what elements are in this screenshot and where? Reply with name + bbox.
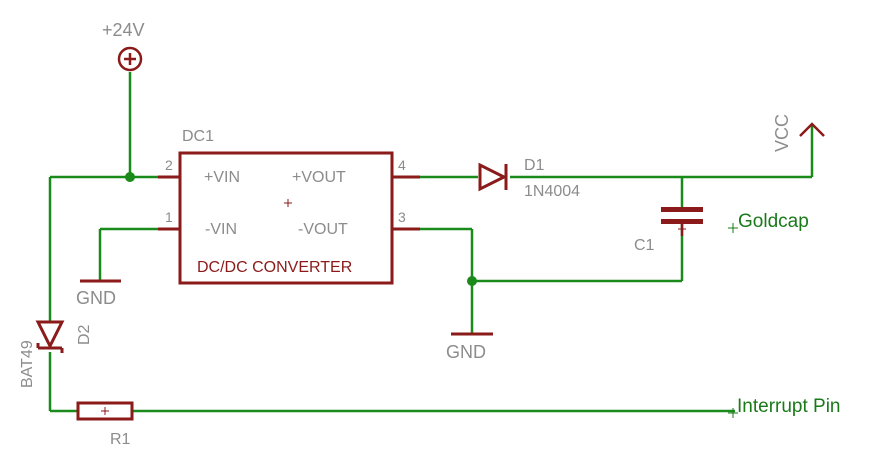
gnd-center-label: GND bbox=[446, 342, 486, 362]
goldcap-label: Goldcap bbox=[738, 211, 809, 232]
supply-vcc: VCC bbox=[772, 114, 825, 152]
c1-plate-bottom bbox=[661, 219, 703, 224]
diode-d2-symbol bbox=[35, 320, 65, 350]
pin-vout-minus: -VOUT bbox=[298, 221, 348, 238]
d1-value: 1N4004 bbox=[524, 183, 580, 200]
dc1-title: DC/DC CONVERTER bbox=[197, 259, 352, 276]
capacitor-c1: C1 bbox=[634, 207, 703, 254]
interrupt-label-group: Interrupt Pin bbox=[728, 396, 841, 418]
goldcap-label-group: Goldcap bbox=[728, 211, 809, 233]
gnd-left: GND bbox=[76, 279, 121, 308]
resistor-r1: R1 bbox=[76, 401, 134, 448]
r1-name: R1 bbox=[110, 431, 131, 448]
plus-circle-icon bbox=[117, 46, 143, 72]
c1-name: C1 bbox=[634, 237, 655, 254]
interrupt-label: Interrupt Pin bbox=[737, 396, 841, 417]
d1-name: D1 bbox=[524, 157, 545, 174]
junction-gnd bbox=[467, 276, 477, 286]
pin-vin-minus: -VIN bbox=[205, 221, 237, 238]
vcc-label: VCC bbox=[772, 114, 792, 152]
gnd-left-label: GND bbox=[76, 288, 116, 308]
gnd-center: GND bbox=[446, 332, 493, 362]
supply-24v: +24V bbox=[102, 20, 145, 72]
d2-value: BAT49 bbox=[19, 340, 36, 388]
pin-1-number: 1 bbox=[165, 209, 173, 225]
vcc-arrow-icon bbox=[799, 122, 825, 137]
dc1-name: DC1 bbox=[182, 128, 214, 145]
r1-body bbox=[76, 401, 134, 421]
supply-label: +24V bbox=[102, 20, 145, 40]
diode-d2: BAT49 D2 bbox=[19, 320, 93, 388]
wires bbox=[48, 72, 814, 413]
dc1-converter: DC1 2 1 4 3 +VIN -VIN +VOUT -VOUT DC/DC … bbox=[158, 128, 420, 285]
dc1-body bbox=[178, 151, 394, 285]
pin-4-number: 4 bbox=[398, 157, 406, 173]
junction-24v bbox=[125, 172, 135, 182]
diode-d1-symbol bbox=[478, 162, 508, 192]
d2-name: D2 bbox=[76, 324, 93, 345]
pin-vin-plus: +VIN bbox=[204, 169, 240, 186]
pin-3-number: 3 bbox=[398, 209, 406, 225]
pin-2-number: 2 bbox=[165, 157, 173, 173]
c1-plate-top bbox=[661, 207, 703, 212]
pin-vout-plus: +VOUT bbox=[292, 169, 346, 186]
diode-d1: D1 1N4004 bbox=[478, 157, 580, 200]
